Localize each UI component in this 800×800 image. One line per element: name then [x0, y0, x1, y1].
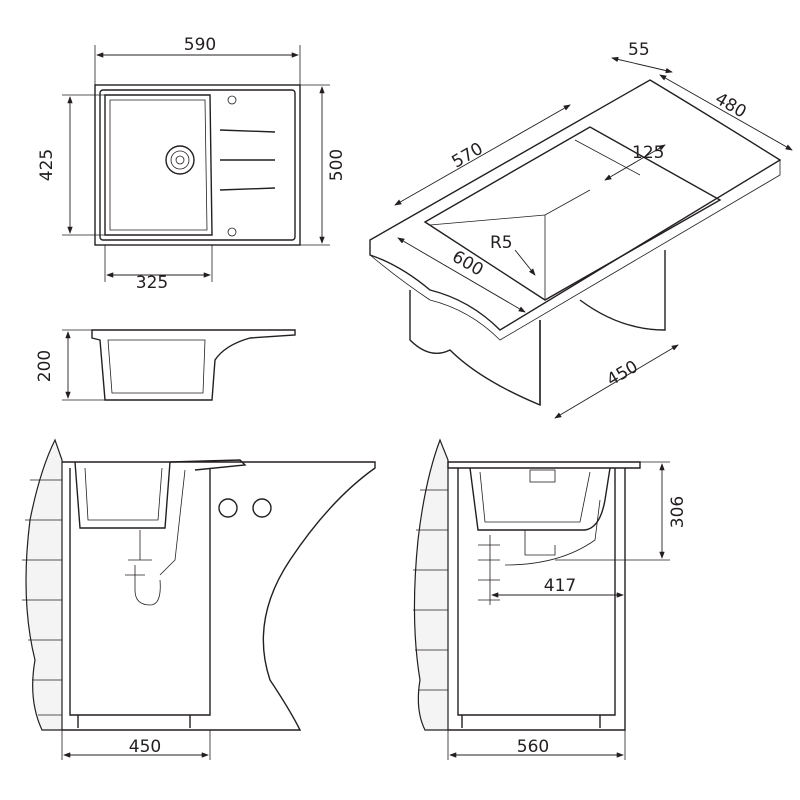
dim-cabinet-length-label: 600: [448, 247, 486, 281]
side-profile: 200: [35, 329, 296, 401]
dim-bowl-depth-label: 425: [37, 149, 57, 181]
dim-width-label: 590: [184, 35, 216, 55]
top-view: 590 500 425 325: [37, 35, 347, 293]
dim-bowl-width-label: 325: [136, 273, 168, 293]
drain-icon: [165, 145, 195, 175]
dim-depth-label: 500: [327, 149, 347, 181]
side-section: 306 417 560: [413, 438, 688, 760]
dim-radius-label: R5: [490, 233, 513, 253]
dim-cutout-length-label: 570: [448, 139, 486, 173]
dim-height-label: 306: [668, 496, 688, 528]
dim-height-label: 200: [35, 350, 55, 382]
dim-cabinet-width-label: 560: [517, 737, 549, 757]
front-section: 450: [22, 438, 376, 760]
dim-edge-label: 55: [628, 40, 650, 60]
dim-depth-label: 480: [711, 89, 749, 123]
perspective-view: 55 480 570 125 R5 600 450: [369, 40, 793, 419]
dim-offset-label: 125: [632, 143, 664, 163]
dim-drain-distance-label: 417: [544, 576, 576, 596]
dim-cabinet-width-label: 450: [129, 737, 161, 757]
